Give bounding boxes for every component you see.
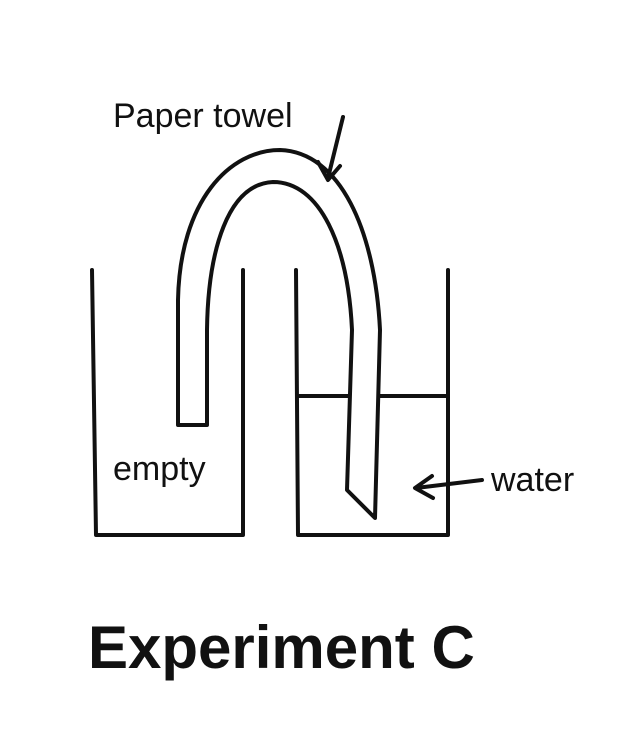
paper-towel-arrow-shaft: [326, 115, 345, 180]
paper-towel-arrow-head: [316, 160, 342, 182]
left-beaker: [90, 268, 245, 537]
figure-title: Experiment C: [88, 614, 475, 681]
water-label: water: [490, 461, 574, 499]
right-beaker: [294, 268, 450, 537]
empty-label: empty: [113, 450, 206, 488]
water-arrow-head: [413, 474, 435, 500]
paper-towel-strip: [176, 148, 382, 520]
paper-towel-label: Paper towel: [113, 97, 293, 135]
water-arrow-shaft: [414, 478, 484, 490]
